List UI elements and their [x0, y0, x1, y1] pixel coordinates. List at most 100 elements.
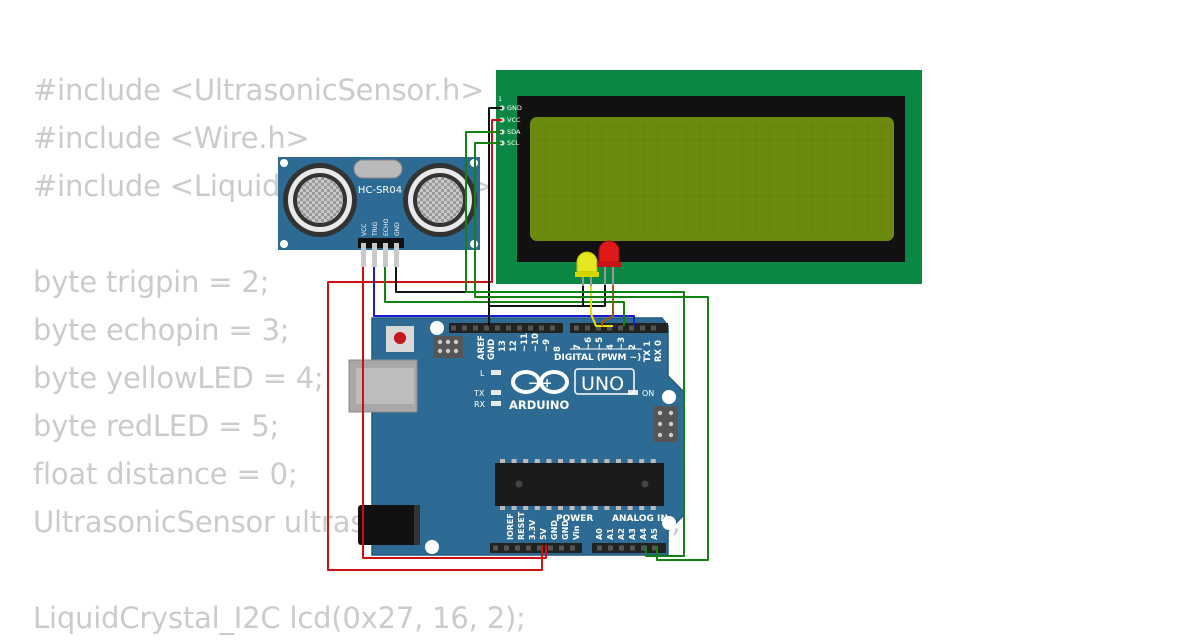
power-jack[interactable]: [358, 505, 420, 545]
chip-leg: [569, 459, 575, 463]
pin-label-aref: AREF: [477, 335, 487, 360]
header-pin-socket[interactable]: [559, 545, 564, 551]
header-pin-socket[interactable]: [585, 325, 590, 331]
code-line: byte echopin = 3;: [33, 313, 290, 347]
header-pin-socket[interactable]: [618, 325, 623, 331]
header-pin-socket[interactable]: [451, 325, 456, 331]
power-pin-labels: IOREF RESET 3.3V 5V GND GND Vin: [506, 511, 581, 540]
sensor-pin-echo[interactable]: [383, 243, 388, 267]
header-pin-socket[interactable]: [528, 325, 533, 331]
wire-sensor-echo-d3[interactable]: [384, 267, 625, 326]
wire-sensor-vcc-5v[interactable]: [362, 267, 547, 559]
header-pin-socket[interactable]: [608, 545, 613, 551]
code-line: #include <UltrasonicSensor.h>: [33, 73, 485, 107]
header-pin-socket[interactable]: [539, 325, 544, 331]
digital-pwm-label: DIGITAL (PWM ~): [554, 353, 641, 363]
pin-label-10: ~10: [531, 333, 541, 352]
header-pin-socket[interactable]: [619, 545, 624, 551]
pin-label-12: 12: [509, 340, 519, 352]
wire-red-led-d5[interactable]: [601, 285, 614, 326]
header-pin-socket[interactable]: [597, 545, 602, 551]
sensor-pin-gnd[interactable]: [394, 243, 399, 267]
sensor-transmitter: [283, 163, 357, 237]
sensor-pin-vcc[interactable]: [361, 243, 366, 267]
sensor-mount-hole: [280, 240, 288, 248]
reset-button-cap[interactable]: [394, 332, 406, 344]
header-pin-socket[interactable]: [537, 545, 542, 551]
usb-connector-inner: [356, 368, 414, 404]
header-pin-socket[interactable]: [652, 545, 657, 551]
header-pin-socket[interactable]: [526, 545, 531, 551]
sensor-receiver: [403, 163, 477, 237]
pin-label-9: ~9: [542, 339, 552, 352]
red-led[interactable]: [597, 240, 621, 285]
wire-sensor-trig-d2[interactable]: [373, 267, 635, 326]
header-pin-socket[interactable]: [570, 545, 575, 551]
arduino-model-label: UNO: [581, 373, 624, 395]
header-pin-socket[interactable]: [506, 325, 511, 331]
header-pin-socket[interactable]: [574, 325, 579, 331]
sensor-crystal: [353, 159, 403, 179]
pin-label-13: 13: [498, 340, 508, 352]
chip-leg: [581, 459, 587, 463]
header-pin-socket[interactable]: [493, 545, 498, 551]
atmega-chip: [495, 459, 664, 510]
icsp-header-top: [433, 336, 463, 358]
yellow-led[interactable]: [575, 251, 599, 286]
led-label-on: ON: [642, 389, 654, 398]
chip-leg: [511, 506, 517, 510]
mount-hole: [662, 390, 676, 404]
power-jack-edge: [414, 505, 420, 545]
header-pin-socket[interactable]: [504, 545, 509, 551]
pin-label-a5: A5: [650, 528, 659, 540]
header-pin-socket[interactable]: [473, 325, 478, 331]
header-pin-socket[interactable]: [515, 545, 520, 551]
header-pin-socket[interactable]: [640, 325, 645, 331]
pin-label-rx0: RX 0: [654, 340, 664, 362]
power-header: [490, 543, 582, 553]
pin-label-11: ~11: [520, 333, 530, 352]
mount-hole: [430, 321, 444, 335]
pin-label-gnd-1: GND: [550, 520, 559, 540]
chip-leg: [569, 506, 575, 510]
pin-label-vin: Vin: [572, 525, 581, 540]
chip-leg: [581, 506, 587, 510]
wire-lcd-gnd[interactable]: [488, 107, 502, 326]
sensor-pin-trig[interactable]: [372, 243, 377, 267]
arduino-uno-board[interactable]: AREF GND 13 12 ~11 ~10 ~9 8 7 ~6 ~5 4 ~3…: [348, 317, 685, 556]
code-line: byte redLED = 5;: [33, 409, 280, 443]
header-pin-socket[interactable]: [607, 325, 612, 331]
header-pin-socket[interactable]: [462, 325, 467, 331]
pin-label-3: ~3: [617, 337, 627, 350]
header-pin-socket[interactable]: [651, 325, 656, 331]
sensor-pin-label-trig: TRIG: [372, 221, 379, 237]
lcd-module[interactable]: 1 GND VCC SDA SCL: [496, 70, 922, 284]
sensor-pin-label-vcc: VCC: [361, 224, 368, 236]
ultrasonic-sensor[interactable]: HC-SR04 VCC TRIG ECHO GND: [278, 157, 480, 267]
wire-lcd-vcc-5v[interactable]: [327, 119, 543, 571]
header-pin-socket[interactable]: [629, 325, 634, 331]
mount-hole: [662, 516, 676, 530]
header-pin-socket[interactable]: [495, 325, 500, 331]
pin-label-2: 2: [628, 344, 638, 350]
chip-leg: [558, 506, 563, 510]
header-pin-socket[interactable]: [630, 545, 635, 551]
header-pin-socket[interactable]: [548, 545, 553, 551]
header-pin-socket[interactable]: [596, 325, 601, 331]
header-pin-socket[interactable]: [641, 545, 646, 551]
header-pin-socket[interactable]: [550, 325, 555, 331]
sensor-pin-label-echo: ECHO: [383, 219, 390, 236]
header-pin-socket[interactable]: [484, 325, 489, 331]
pin-label-a2: A2: [617, 528, 626, 540]
wire-lcd-sda-a4[interactable]: [465, 131, 685, 557]
header-pin-socket[interactable]: [517, 325, 522, 331]
chip-leg: [511, 459, 517, 463]
wire-yellow-led-d4[interactable]: [590, 286, 613, 327]
digital-pin-labels: AREF GND 13 12 ~11 ~10 ~9 8 7 ~6 ~5 4 ~3…: [477, 333, 664, 362]
pin-label-gnd: GND: [487, 339, 497, 360]
wires: [327, 107, 709, 571]
led-l: [491, 370, 501, 375]
wire-lcd-scl-a5[interactable]: [474, 142, 709, 561]
code-line: #include <Wire.h>: [33, 121, 310, 155]
sensor-model-label: HC-SR04: [358, 185, 402, 196]
